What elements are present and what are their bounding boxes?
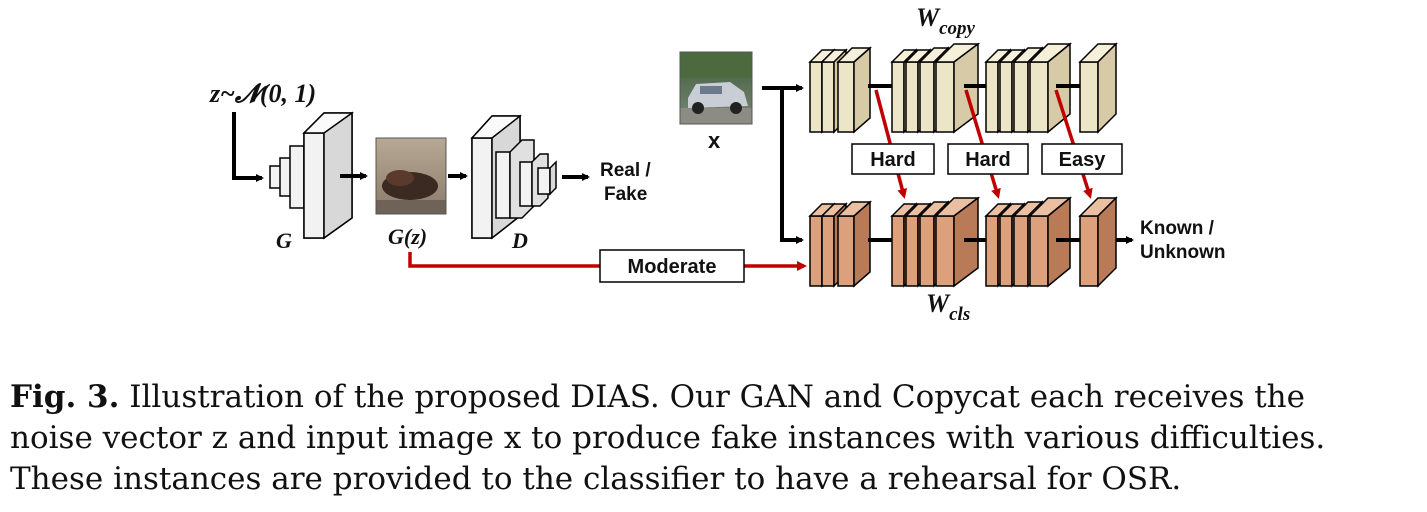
hard-box-2: Hard — [947, 143, 1029, 175]
moderate-label: Moderate — [628, 256, 717, 278]
noise-arrow — [232, 112, 264, 182]
easy-box: Easy — [1041, 143, 1123, 175]
caption-line-1: Fig. 3. Illustration of the proposed DIA… — [10, 377, 1420, 418]
generator-label: G — [276, 228, 292, 253]
hard-arrow-1 — [874, 89, 908, 199]
cls-output-line2: Unknown — [1140, 242, 1226, 263]
copy-label: Wcopy — [916, 3, 976, 39]
generator-network — [269, 111, 354, 240]
discriminator-label: D — [511, 228, 528, 253]
cls-output-line1: Known / — [1140, 218, 1215, 239]
cls-label-sub: cls — [949, 304, 970, 325]
hard-box-1: Hard — [851, 143, 935, 175]
x-to-cls-arrow — [780, 88, 804, 244]
copy-network — [808, 42, 1118, 134]
easy-box-label: Easy — [1059, 149, 1107, 171]
input-image — [679, 51, 753, 125]
cls-label: Wcls — [926, 289, 970, 325]
discriminator-network — [470, 114, 557, 240]
easy-arrow — [1054, 89, 1093, 199]
dias-diagram: z~𝓝(0, 1) G G(z) D Real / Fake — [209, 3, 1226, 325]
caption-prefix: Fig. 3. — [10, 379, 120, 415]
input-label: x — [708, 128, 721, 153]
hard-arrow-2 — [964, 89, 1001, 199]
figure-caption: Fig. 3. Illustration of the proposed DIA… — [10, 377, 1420, 500]
copy-label-sub: copy — [939, 18, 975, 39]
hard-box-1-label: Hard — [870, 149, 916, 171]
disc-output-line2: Fake — [604, 184, 647, 205]
disc-output-line1: Real / — [600, 160, 651, 181]
cls-label-main: W — [926, 289, 951, 318]
caption-text-1: Illustration of the proposed DIAS. Our G… — [119, 379, 1305, 415]
caption-line-3: These instances are provided to the clas… — [10, 461, 1182, 497]
generated-image — [375, 137, 447, 215]
copy-label-main: W — [916, 3, 941, 32]
caption-line-2: noise vector z and input image x to prod… — [10, 420, 1326, 456]
generated-label: G(z) — [388, 224, 427, 249]
hard-box-2-label: Hard — [965, 149, 1011, 171]
noise-label: z~𝓝(0, 1) — [209, 79, 316, 108]
cls-network — [808, 196, 1118, 288]
moderate-box: Moderate — [599, 249, 745, 283]
